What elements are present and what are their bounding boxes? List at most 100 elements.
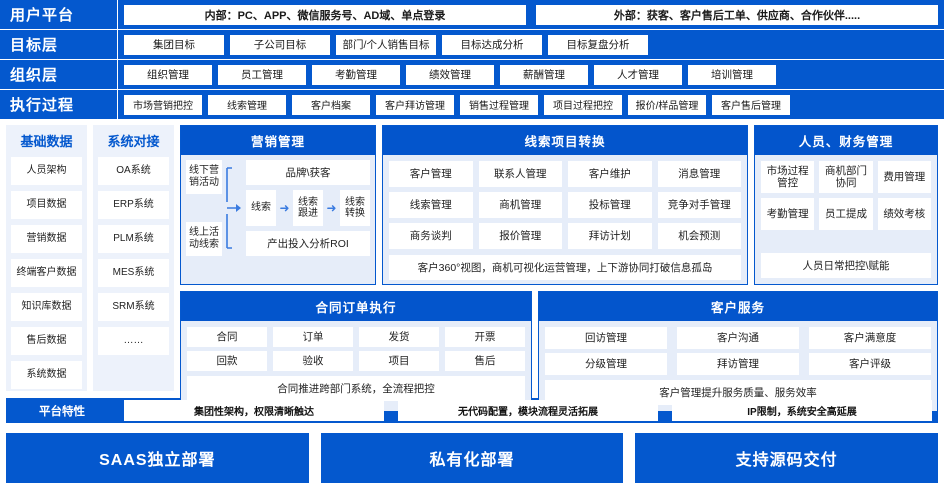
pf-cell-employee-commission[interactable]: 员工提成 [819,198,873,230]
marketing-node-lead-followup[interactable]: 线索跟进 [293,190,323,226]
org-chip-attendance-management[interactable]: 考勤管理 [312,64,400,85]
exec-chip-sales-process-management[interactable]: 销售过程管理 [460,94,538,115]
service-cell-visit-management[interactable]: 拜访管理 [677,353,799,375]
exec-chip-project-process-control[interactable]: 项目过程把控 [544,94,622,115]
basic-data-item[interactable]: 人员架构 [11,157,82,185]
pf-cell-market-process-control[interactable]: 市场过程管控 [761,161,815,193]
exec-chip-quote-sample-management[interactable]: 报价/样品管理 [628,94,706,115]
marketing-source-online[interactable]: 线上活动线索 [186,222,222,256]
contract-cell-invoice[interactable]: 开票 [445,327,525,347]
lead-cell-bidding-management[interactable]: 投标管理 [568,192,652,218]
lead-cell-contact-management[interactable]: 联系人管理 [478,161,562,187]
feature-chip-group-architecture[interactable]: 集团性架构，权限清晰触达 [124,400,384,421]
goal-chip-dept-personal-goal[interactable]: 部门/个人销售目标 [336,34,436,55]
service-cell-customer-satisfaction[interactable]: 客户满意度 [809,327,931,349]
service-cell-grading-management[interactable]: 分级管理 [545,353,667,375]
deployment-option-saas[interactable]: SAAS独立部署 [6,433,309,483]
deployment-option-source-code[interactable]: 支持源码交付 [635,433,939,483]
org-chip-performance-management[interactable]: 绩效管理 [406,64,494,85]
pf-cell-attendance-management[interactable]: 考勤管理 [761,198,815,230]
row-label-organization-layer: 组织层 [0,60,118,89]
platform-internal-chip[interactable]: 内部：PC、APP、微信服务号、AD域、单点登录 [124,4,526,25]
exec-chip-lead-management[interactable]: 线索管理 [208,94,286,115]
service-cell-customer-rating[interactable]: 客户评级 [809,353,931,375]
system-integration-item[interactable]: MES系统 [98,259,169,287]
feature-chip-ip-restriction[interactable]: IP限制，系统安全高延展 [672,400,932,421]
contract-cell-after-sales[interactable]: 售后 [445,351,525,371]
system-integration-item[interactable]: ERP系统 [98,191,169,219]
contract-cell-payment[interactable]: 回款 [187,351,267,371]
lead-cell-business-negotiation[interactable]: 商务谈判 [389,223,473,249]
marketing-flow-region: 品牌\获客 线索 ➜ 线索跟进 ➜ 线索转换 产出投入分析ROI [246,160,370,256]
contract-cell-acceptance[interactable]: 验收 [273,351,353,371]
basic-data-item[interactable]: 售后数据 [11,327,82,355]
system-integration-item[interactable]: …… [98,327,169,355]
org-chip-org-management[interactable]: 组织管理 [124,64,212,85]
lead-cell-opportunity-forecast[interactable]: 机会预测 [657,223,741,249]
panel-title-marketing: 营销管理 [181,126,375,155]
contract-cell-project[interactable]: 项目 [359,351,439,371]
goal-chip-group-goal[interactable]: 集团目标 [124,34,224,55]
lead-cell-customer-maintenance[interactable]: 客户维护 [568,161,652,187]
contract-cell-contract[interactable]: 合同 [187,327,267,347]
goal-chip-subsidiary-goal[interactable]: 子公司目标 [230,34,330,55]
basic-data-item[interactable]: 终端客户数据 [11,259,82,287]
lead-cell-quotation-management[interactable]: 报价管理 [478,223,562,249]
org-chip-talent-management[interactable]: 人才管理 [594,64,682,85]
row-items-goal-layer: 集团目标 子公司目标 部门/个人销售目标 目标达成分析 目标复盘分析 [118,30,944,59]
lead-cell-customer-management[interactable]: 客户管理 [389,161,473,187]
exec-chip-marketing-control[interactable]: 市场营销把控 [124,94,202,115]
marketing-roi-bar[interactable]: 产出投入分析ROI [246,231,370,256]
panels-region: 营销管理 线下营销活动 线上活动线索 [180,125,938,412]
exec-chip-customer-visit-management[interactable]: 客户拜访管理 [376,94,454,115]
system-integration-item[interactable]: OA系统 [98,157,169,185]
marketing-sources: 线下营销活动 线上活动线索 [186,160,222,256]
contract-cell-order[interactable]: 订单 [273,327,353,347]
lead-cell-opportunity-management[interactable]: 商机管理 [478,192,562,218]
platform-features-row: 平台特性 集团性架构，权限清晰触达 无代码配置，模块流程灵活拓展 IP限制，系统… [6,398,938,423]
marketing-node-lead[interactable]: 线索 [246,190,276,226]
basic-data-item[interactable]: 系统数据 [11,361,82,389]
row-label-execution-process: 执行过程 [0,90,118,119]
deployment-options-row: SAAS独立部署 私有化部署 支持源码交付 [0,423,944,483]
top-layer-stack: 用户平台 内部：PC、APP、微信服务号、AD域、单点登录 外部：获客、客户售后… [0,0,944,119]
main-body-area: 基础数据 人员架构 项目数据 营销数据 终端客户数据 知识库数据 售后数据 系统… [0,119,944,412]
pf-cell-expense-management[interactable]: 费用管理 [877,161,931,193]
panel-lead-project-conversion: 线索项目转换 客户管理 联系人管理 客户维护 消息管理 线索管理 商机管理 投标… [382,125,748,285]
marketing-brand-acquisition-bar[interactable]: 品牌\获客 [246,160,370,185]
row-goal-layer: 目标层 集团目标 子公司目标 部门/个人销售目标 目标达成分析 目标复盘分析 [0,30,944,60]
marketing-node-lead-conversion[interactable]: 线索转换 [340,190,370,226]
org-chip-employee-management[interactable]: 员工管理 [218,64,306,85]
platform-features-label: 平台特性 [39,405,85,418]
customer-service-grid: 回访管理 客户沟通 客户满意度 分级管理 拜访管理 客户评级 [545,327,931,375]
lead-cell-visit-plan[interactable]: 拜访计划 [568,223,652,249]
goal-chip-review-analysis[interactable]: 目标复盘分析 [548,34,648,55]
exec-chip-after-sales-management[interactable]: 客户售后管理 [712,94,790,115]
service-cell-return-visit-management[interactable]: 回访管理 [545,327,667,349]
lead-conversion-footer-note: 客户360°视图，商机可视化运营管理，上下游协同打破信息孤岛 [389,255,741,280]
system-integration-item[interactable]: SRM系统 [98,293,169,321]
deployment-option-private[interactable]: 私有化部署 [320,433,624,483]
marketing-source-offline[interactable]: 线下营销活动 [186,160,222,194]
contract-cell-shipment[interactable]: 发货 [359,327,439,347]
service-cell-customer-communication[interactable]: 客户沟通 [677,327,799,349]
goal-chip-achievement-analysis[interactable]: 目标达成分析 [442,34,542,55]
pf-cell-performance-appraisal[interactable]: 绩效考核 [877,198,931,230]
lead-cell-competitor-management[interactable]: 竞争对手管理 [657,192,741,218]
platform-external-chip[interactable]: 外部：获客、客户售后工单、供应商、合作伙伴..... [536,4,938,25]
basic-data-item[interactable]: 知识库数据 [11,293,82,321]
basic-data-item[interactable]: 营销数据 [11,225,82,253]
org-chip-training-management[interactable]: 培训管理 [688,64,776,85]
exec-chip-customer-file[interactable]: 客户档案 [292,94,370,115]
org-chip-compensation-management[interactable]: 薪酬管理 [500,64,588,85]
basic-data-title: 基础数据 [20,134,73,149]
system-integration-item[interactable]: PLM系统 [98,225,169,253]
row-user-platform: 用户平台 内部：PC、APP、微信服务号、AD域、单点登录 外部：获客、客户售后… [0,0,944,30]
lead-cell-lead-management[interactable]: 线索管理 [389,192,473,218]
system-integration-title: 系统对接 [107,134,160,149]
basic-data-item[interactable]: 项目数据 [11,191,82,219]
feature-chip-no-code-config[interactable]: 无代码配置，模块流程灵活拓展 [398,400,658,421]
panel-contract-order-execution: 合同订单执行 合同 订单 发货 开票 回款 验收 项目 售后 合同推进跨部门系 [180,291,532,412]
pf-cell-opportunity-dept-collab[interactable]: 商机部门协同 [819,161,873,193]
lead-cell-message-management[interactable]: 消息管理 [657,161,741,187]
